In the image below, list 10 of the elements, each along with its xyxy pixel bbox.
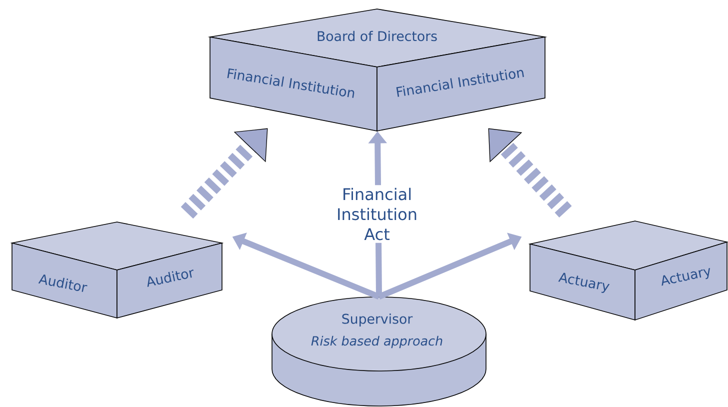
arrow — [488, 128, 572, 218]
arrow — [180, 128, 268, 219]
node-label: Auditor — [38, 274, 88, 292]
node-label: Financial Institution — [227, 68, 354, 98]
node-label: Actuary — [558, 272, 610, 293]
node-label: Financial Institution — [396, 70, 524, 97]
node-label: Auditor — [147, 270, 194, 287]
cylinder-drawing: Supervisor Risk based approach — [272, 296, 486, 406]
node-label: Actuary — [662, 268, 710, 286]
edge-label: Financial Institution Act — [326, 185, 428, 243]
